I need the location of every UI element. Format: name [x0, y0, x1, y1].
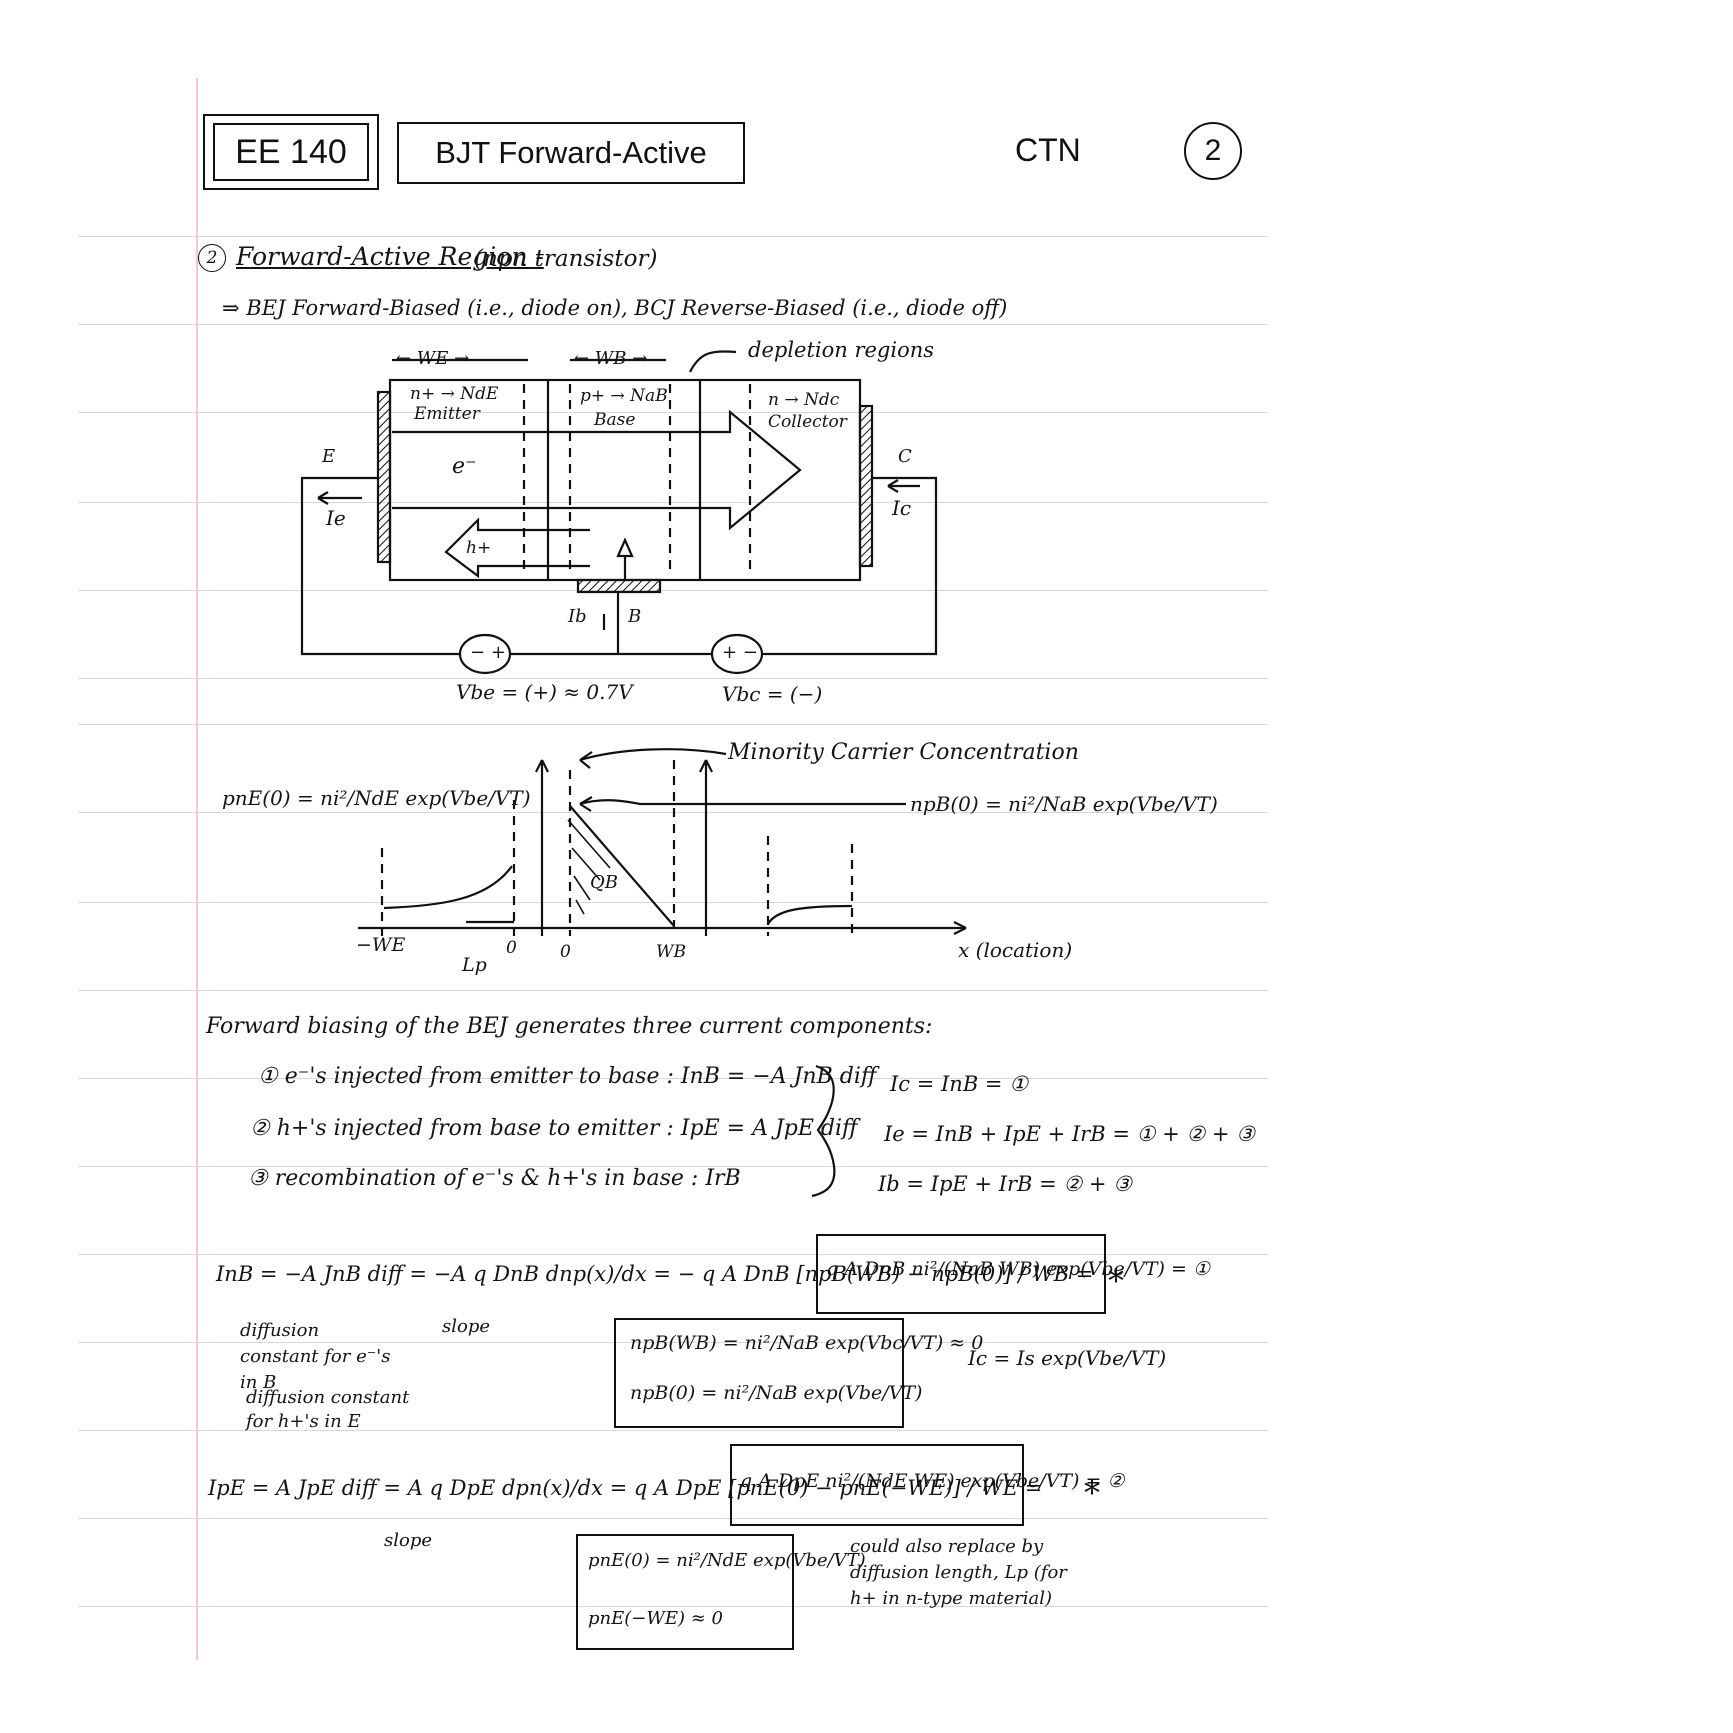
vbe-value: Vbe = (+) ≈ 0.7V	[456, 680, 633, 704]
relation-ie: Ie = InB + IpE + IrB = ① + ② + ③	[884, 1122, 1255, 1146]
x-axis-label: x (location)	[958, 938, 1073, 962]
depletion-label: depletion regions	[748, 338, 935, 362]
inb-result-box: q A DnB ni²/(NaB WB) exp(Vbe/VT) = ①	[816, 1234, 1210, 1314]
course-box: EE 140	[203, 114, 379, 190]
diffusion-length-note: could also replace by diffusion length, …	[850, 1536, 1067, 1609]
course-code: EE 140	[213, 123, 369, 181]
tick-zero-e: 0	[506, 938, 517, 958]
vbc-polarity: + −	[722, 642, 758, 663]
ruled-line	[78, 724, 1268, 725]
current-ib: Ib	[568, 606, 587, 627]
ruled-line	[78, 1606, 1268, 1607]
ruled-line	[78, 1518, 1268, 1519]
author-initials: CTN	[1015, 132, 1081, 168]
npb-line	[569, 805, 675, 927]
emitter-doping: n+ → NdE	[410, 384, 499, 404]
section-number: 2	[198, 244, 226, 272]
electron-label: e⁻	[452, 454, 477, 479]
pne-equation: pnE(0) = ni²/NdE exp(Vbe/VT)	[222, 786, 531, 810]
ruled-line	[78, 502, 1268, 503]
ruled-line	[78, 590, 1268, 591]
ipe-derivation: IpE = A JpE diff = A q DpE dpn(x)/dx = q…	[208, 1476, 1043, 1500]
collector-doping: n → Ndc	[768, 390, 840, 410]
base-label: Base	[594, 410, 636, 430]
ipe-result: q A DpE ni²/(NdE WE) exp(Vbe/VT) = ②	[740, 1470, 1125, 1492]
section-heading: Forward-Active Region -	[236, 242, 544, 271]
bias-condition: ⇒ BEJ Forward-Biased (i.e., diode on), B…	[222, 296, 1008, 320]
width-base: ← WB →	[574, 348, 648, 369]
vbc-source	[710, 633, 764, 675]
component-2: ② h+'s injected from base to emitter : I…	[250, 1116, 858, 1141]
ruled-line	[78, 1166, 1268, 1167]
ruled-line	[78, 1078, 1268, 1079]
hole-label: h+	[466, 538, 492, 558]
pne-at-zero: pnE(0) = ni²/NdE exp(Vbe/VT)	[588, 1550, 866, 1571]
ruled-line	[78, 1430, 1268, 1431]
ruled-line	[78, 236, 1268, 237]
star-2: *	[1084, 1474, 1100, 1512]
tick-zero-b: 0	[560, 942, 571, 962]
current-ie: Ie	[326, 506, 346, 530]
base-charge: QB	[590, 872, 618, 893]
relation-ib: Ib = IpE + IrB = ② + ③	[878, 1172, 1133, 1196]
electron-flow-arrow	[392, 409, 802, 531]
ruled-line	[78, 412, 1268, 413]
slope-2: slope	[384, 1530, 433, 1551]
hole-flow-arrow	[444, 517, 590, 579]
npb-equation: npB(0) = ni²/NaB exp(Vbe/VT)	[910, 792, 1218, 816]
ruled-line	[78, 1342, 1268, 1343]
label-arrow-1	[579, 748, 727, 762]
components-intro: Forward biasing of the BEJ generates thr…	[206, 1014, 933, 1039]
pne-bracket: pnE(0) = ni²/NdE exp(Vbe/VT) pnE(−WE) ≈ …	[576, 1534, 866, 1650]
pne-curve	[383, 865, 513, 910]
slope-1: slope	[442, 1316, 491, 1337]
terminal-b: B	[628, 606, 642, 627]
width-emitter: ← WE →	[396, 348, 470, 369]
ruled-line	[78, 324, 1268, 325]
ipe-result-box: q A DpE ni²/(NdE WE) exp(Vbe/VT) = ②	[730, 1444, 1124, 1526]
terminal-e: E	[322, 446, 336, 467]
collector-contact	[858, 404, 874, 568]
npb-bracket: npB(WB) = ni²/NaB exp(Vbc/VT) ≈ 0 npB(0)…	[614, 1318, 983, 1428]
tick-wb: WB	[656, 942, 686, 962]
page-title: BJT Forward-Active	[397, 122, 745, 184]
tick-neg-we: −WE	[356, 934, 406, 956]
inb-result: q A DnB ni²/(NaB WB) exp(Vbe/VT) = ①	[826, 1258, 1210, 1280]
npb-at-zero: npB(0) = ni²/NaB exp(Vbe/VT)	[630, 1382, 923, 1404]
collector-label: Collector	[768, 412, 847, 432]
vbe-polarity: − +	[470, 642, 506, 663]
star-1: *	[1108, 1262, 1124, 1300]
inb-derivation: InB = −A JnB diff = −A q DnB dnp(x)/dx =…	[216, 1262, 1094, 1286]
base-doping: p+ → NaB	[580, 386, 668, 406]
ruled-line	[78, 990, 1268, 991]
diffusion-constant-e: diffusion constant for e⁻'s in B	[240, 1320, 391, 1393]
ruled-line	[78, 1254, 1268, 1255]
ruled-line	[78, 678, 1268, 679]
npb-at-wb: npB(WB) = ni²/NaB exp(Vbc/VT) ≈ 0	[630, 1332, 984, 1354]
component-3: ③ recombination of e⁻'s & h+'s in base :…	[248, 1166, 741, 1191]
terminal-c: C	[898, 446, 912, 467]
component-1: ① e⁻'s injected from emitter to base : I…	[258, 1064, 877, 1089]
pne-at-neg-we: pnE(−WE) ≈ 0	[588, 1608, 723, 1629]
current-ic: Ic	[892, 496, 912, 520]
section-subheading: (npn transistor)	[474, 246, 658, 272]
ruled-line	[78, 902, 1268, 903]
npc-curve	[767, 904, 853, 925]
diffusion-constant-h: diffusion constant for h+'s in E	[246, 1387, 410, 1432]
relation-ic: Ic = InB = ①	[890, 1072, 1029, 1096]
emitter-label: Emitter	[414, 404, 480, 424]
vbe-source	[458, 633, 512, 675]
page-number: 2	[1184, 122, 1242, 180]
tick-lp: Lp	[462, 954, 487, 976]
minority-carrier-label: Minority Carrier Concentration	[728, 740, 1079, 765]
ic-result: Ic = Is exp(Vbe/VT)	[968, 1346, 1167, 1370]
vbc-value: Vbc = (−)	[722, 682, 823, 706]
margin-line	[196, 78, 198, 1660]
